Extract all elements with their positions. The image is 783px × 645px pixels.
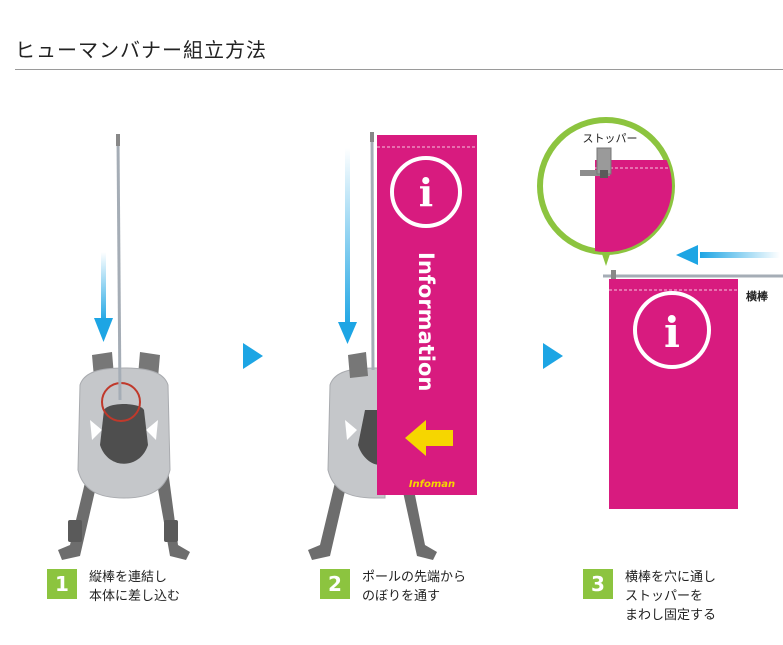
step-2-number: 2 <box>320 569 350 599</box>
yellow-arrow <box>405 420 453 456</box>
step2-illustration <box>308 132 477 560</box>
crossbar-label: 横棒 <box>746 289 769 303</box>
step-2: 2 ポールの先端から のぼりを通す <box>320 568 466 606</box>
step-1-number: 1 <box>47 569 77 599</box>
right-strap <box>156 470 190 560</box>
step-1: 1 縦棒を連結し 本体に差し込む <box>47 568 180 606</box>
banner-info-symbol: i <box>419 170 433 215</box>
next-arrow-1 <box>243 343 263 369</box>
page-title: ヒューマンバナー組立方法 <box>15 38 267 62</box>
banner-brand: Infoman <box>409 479 455 490</box>
title-divider <box>15 69 783 70</box>
banner3-info-symbol: i <box>664 308 680 357</box>
left-arrow <box>676 245 698 265</box>
left-strap <box>58 470 98 560</box>
step-2-text: ポールの先端から のぼりを通す <box>362 570 467 604</box>
step-3-text: 横棒を穴に通し ストッパーを まわし固定する <box>625 570 717 623</box>
step-3: 3 横棒を穴に通し ストッパーを まわし固定する <box>583 568 716 625</box>
banner-info-text: Information <box>414 252 438 391</box>
banner-panel3 <box>609 279 738 509</box>
step1-illustration <box>58 134 190 560</box>
step-3-number: 3 <box>583 569 613 599</box>
vertical-pole <box>116 137 122 401</box>
step-1-text: 縦棒を連結し 本体に差し込む <box>89 570 181 604</box>
down-arrow <box>94 318 113 342</box>
step3-illustration <box>537 117 783 509</box>
center-pad <box>100 404 148 464</box>
down-arrow-2 <box>338 322 357 344</box>
stopper-label: ストッパー <box>583 132 638 145</box>
next-arrow-2 <box>543 343 563 369</box>
